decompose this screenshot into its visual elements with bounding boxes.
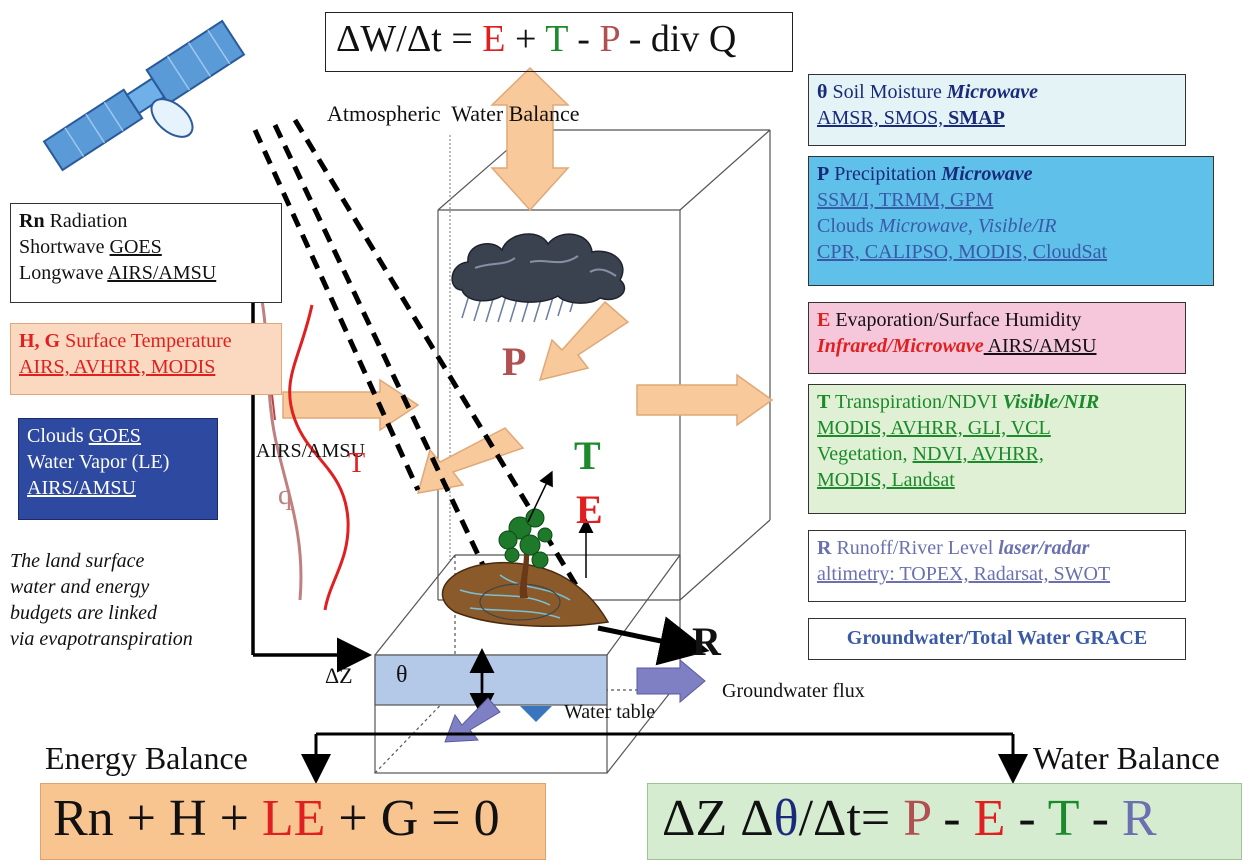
surface-temperature-box: H, G Surface Temperature AIRS, AVHRR, MO… (10, 323, 282, 395)
water-table-label: Water table (564, 701, 656, 723)
evaporation-label: E (576, 487, 603, 532)
atmospheric-equation: ΔW/Δt = E + T - P - div Q (325, 12, 793, 72)
runoff-box: R Runoff/River Level laser/radar altimet… (808, 530, 1186, 602)
divergence-arrow (636, 373, 774, 427)
satellite-icon (42, 19, 246, 172)
precipitation-label: P (502, 339, 527, 384)
runoff-arrow (597, 616, 710, 666)
profile-axes (235, 231, 372, 673)
energy-balance-equation: Rn + H + LE + G = 0 (40, 783, 546, 860)
transpiration-box: T Transpiration/NDVI Visible/NIR MODIS, … (808, 384, 1186, 514)
radiation-box: Rn Radiation Shortwave GOES Longwave AIR… (10, 203, 282, 303)
airs-amsu-label: AIRS/AMSU (256, 440, 365, 462)
transpiration-label: T (574, 433, 601, 478)
evaporation-box: E Evaporation/Surface Humidity Infrared/… (808, 302, 1186, 374)
groundwater-flux-label: Groundwater flux (722, 680, 865, 702)
heat-flux-arrow (282, 378, 420, 432)
downward-flux-arrow (416, 427, 525, 494)
runoff-label: R (692, 619, 721, 664)
groundwater-flux-arrow (636, 658, 706, 704)
precipitation-arrow (538, 300, 630, 382)
groundwater-box: Groundwater/Total Water GRACE (808, 618, 1186, 660)
delta-z-label: ΔZ (325, 663, 353, 688)
storm-cloud-icon (451, 233, 626, 323)
soil-moisture-box: θ Soil Moisture Microwave AMSR, SMOS, SM… (808, 74, 1186, 146)
transpiration-arrow (527, 470, 553, 523)
water-balance-equation: ΔZ Δθ/Δt= P - E - T - R (647, 783, 1242, 860)
energy-balance-title: Energy Balance (45, 740, 248, 776)
temperature-profile (288, 304, 350, 611)
atmospheric-balance-label: Atmospheric Water Balance (327, 101, 580, 126)
soil-moisture-layer (374, 654, 608, 706)
theta-label: θ (396, 662, 408, 688)
vertical-exchange-arrow (490, 66, 570, 212)
atmospheric-box (437, 129, 771, 601)
balance-connector (301, 732, 1028, 784)
temperature-profile-label: T (348, 448, 366, 479)
precipitation-box: P Precipitation Microwave SSM/I, TRMM, G… (808, 156, 1214, 286)
water-table-icon (520, 706, 552, 722)
clouds-water-vapor-box: Clouds GOES Water Vapor (LE) AIRS/AMSU (18, 418, 218, 520)
recharge-arrow (444, 697, 501, 743)
water-balance-title: Water Balance (1033, 740, 1220, 776)
humidity-profile-label: q (278, 480, 292, 511)
land-surface-icon (441, 508, 610, 627)
